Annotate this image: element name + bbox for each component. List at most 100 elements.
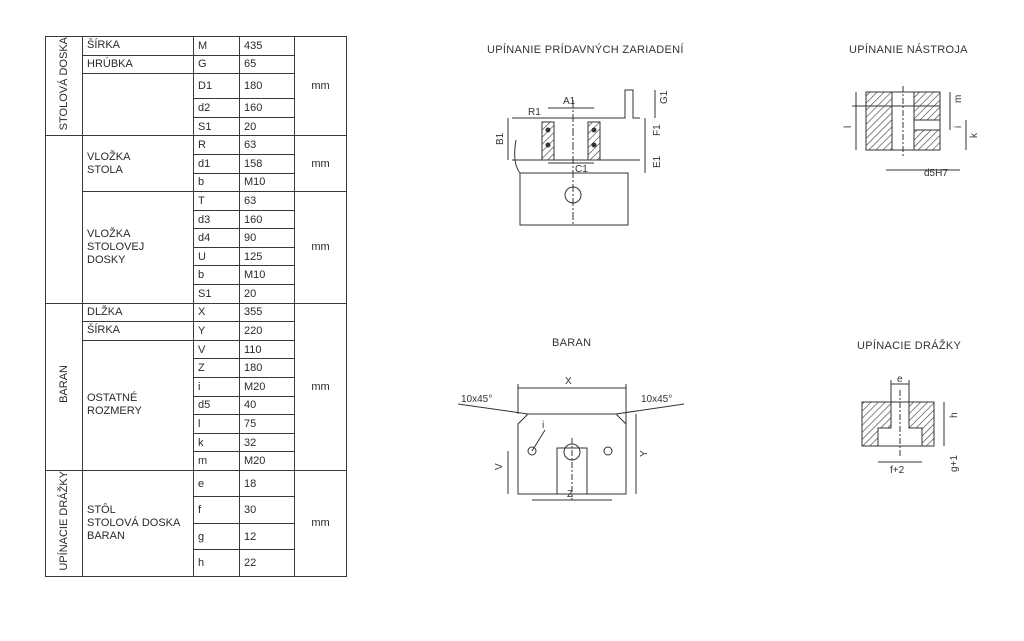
row-value: 40	[239, 395, 295, 416]
row-label-vlozka-stola: VLOŽKA STOLA	[82, 135, 194, 193]
label-line: ROZMERY	[87, 405, 142, 418]
row-value: 180	[239, 73, 295, 100]
unit-cell: mm	[294, 302, 347, 472]
drawing-upinanie-nastroja	[852, 86, 967, 171]
row-value: 355	[239, 302, 295, 323]
row-value: M10	[239, 265, 295, 286]
table-row: BARAN DLŽKA X 355 mm	[45, 302, 347, 472]
table-row: k 32	[46, 432, 347, 453]
label-line: DOSKY	[87, 253, 126, 266]
dim-label-v: V	[494, 463, 505, 470]
parameter-table: STOLOVÁ DOSKA ŠÍRKA M 435 mm HRÚBKA G 65…	[45, 35, 347, 577]
row-value: 12	[239, 522, 295, 551]
table-row: g 12	[46, 522, 347, 551]
dim-label-b1: B1	[495, 132, 506, 145]
dim-label-y: Y	[639, 450, 650, 457]
row-value: M20	[239, 451, 295, 472]
bolt-icon	[545, 127, 551, 133]
bolt-icon	[591, 127, 597, 133]
row-symbol: l	[193, 414, 240, 434]
row-symbol: D1	[193, 73, 240, 100]
row-label-ostatne-rozmery: OSTATNÉ ROZMERY	[82, 339, 194, 472]
bolt-icon	[545, 142, 551, 148]
title-upinanie-pridavnych-zariadeni: UPÍNANIE PRÍDAVNÝCH ZARIADENÍ	[487, 44, 684, 56]
row-value: 75	[239, 414, 295, 434]
table-row: D1 180	[46, 73, 347, 137]
label-line: OSTATNÉ	[87, 392, 138, 405]
label-line: VLOŽKA	[87, 227, 131, 240]
bolt-icon	[591, 142, 597, 148]
table-row: d5 40	[46, 395, 347, 416]
row-value: 180	[239, 358, 295, 379]
row-value: M20	[239, 377, 295, 397]
row-value: 22	[239, 549, 295, 577]
dim-label-k: k	[969, 132, 980, 138]
row-value: 160	[239, 98, 295, 118]
table-row: d4 90	[46, 228, 347, 248]
curve-outline	[514, 139, 521, 174]
dim-label-a1: A1	[563, 96, 576, 107]
label-line: STÔL	[87, 503, 116, 516]
table-row: l 75	[46, 414, 347, 434]
drawing-upinacie-drazky	[861, 380, 945, 463]
table-row: U 125	[46, 246, 347, 267]
dim-label-g: g+1	[949, 455, 960, 472]
unit-cell: mm	[294, 135, 347, 193]
row-value: 32	[239, 432, 295, 453]
row-label: DLŽKA	[82, 302, 194, 323]
table-row: b M10	[46, 172, 347, 193]
dim-label-e: e	[897, 374, 903, 385]
dim-label-chamfer-left: 10x45°	[461, 394, 492, 405]
drawing-pridavne-zariadenia	[507, 89, 656, 226]
label-line: VLOŽKA	[87, 150, 131, 163]
dim-label-i: i	[953, 126, 964, 128]
dim-label-h: h	[949, 412, 960, 418]
title-upinacie-drazky: UPÍNACIE DRÁŽKY	[857, 340, 962, 352]
row-label-drazky: STÔL STOLOVÁ DOSKA BARAN	[82, 470, 194, 577]
label-line: STOLOVEJ	[87, 240, 145, 253]
table-row: m M20	[46, 451, 347, 472]
title-baran: BARAN	[552, 337, 592, 349]
baran-right-hole	[603, 446, 613, 456]
title-upinanie-nastroja: UPÍNANIE NÁSTROJA	[849, 44, 968, 56]
table-row: Z 180	[46, 358, 347, 379]
chamfer-leader-left	[457, 403, 529, 415]
dim-label-f1: F1	[652, 124, 663, 136]
table-row: VLOŽKA STOLOVEJ DOSKY T 63 mm	[46, 191, 347, 304]
row-label: HRÚBKA	[82, 54, 194, 75]
label-line: BARAN	[87, 529, 125, 542]
unit-cell: mm	[294, 470, 347, 577]
dim-label-e1: E1	[652, 155, 663, 168]
table-row: UPÍNACIE DRÁŽKY STÔL STOLOVÁ DOSKA BARAN…	[45, 470, 347, 577]
row-value: M10	[239, 172, 295, 193]
row-symbol: d2	[193, 98, 240, 118]
base-block	[519, 172, 629, 226]
row-symbol: g	[193, 522, 240, 551]
table-row: HRÚBKA G 65	[46, 54, 347, 75]
row-value: 160	[239, 209, 295, 230]
table-row: S1 20	[46, 116, 347, 137]
row-value: 65	[239, 54, 295, 75]
table-row: S1 20	[46, 284, 347, 304]
row-value: 20	[239, 284, 295, 304]
dim-label-l: l	[843, 126, 854, 128]
tool-slot	[913, 119, 941, 131]
row-label-vlozka-stolovej-dosky: VLOŽKA STOLOVEJ DOSKY	[82, 191, 194, 304]
unit-cell: mm	[294, 191, 347, 304]
dim-label-z: Z	[567, 489, 573, 500]
table-row: i M20	[46, 377, 347, 397]
dim-label-d5: d5H7	[924, 168, 948, 179]
label-line: STOLA	[87, 163, 123, 176]
table-row: h 22	[46, 549, 347, 577]
drawing-baran	[457, 384, 685, 501]
row-symbol: d5	[193, 395, 240, 416]
left-clamp	[541, 121, 555, 161]
dim-i-leader	[531, 429, 546, 452]
unit-cell: mm	[294, 35, 347, 137]
dim-label-i: i	[542, 420, 544, 431]
dim-label-m: m	[953, 95, 964, 103]
table-row: b M10	[46, 265, 347, 286]
chamfer-leader-right	[615, 403, 685, 415]
dim-label-x: X	[565, 376, 572, 387]
